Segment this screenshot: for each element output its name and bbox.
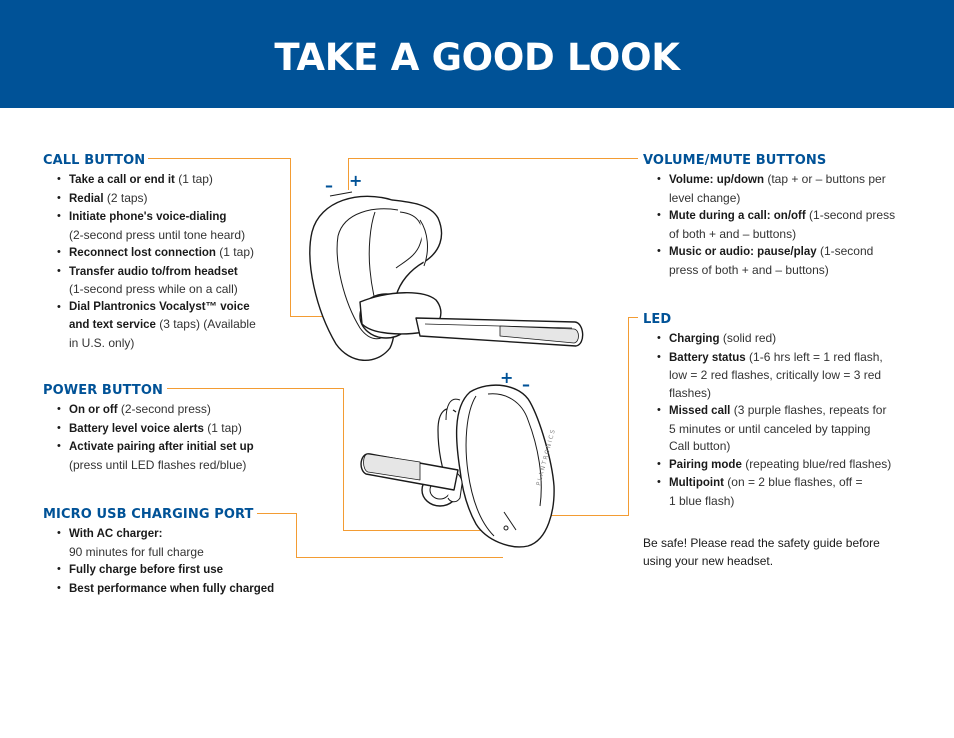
volume-up-sign-bottom: +: [500, 368, 514, 387]
leader-led: [518, 317, 638, 516]
list-item: Missed call (3 purple flashes, repeats f…: [643, 402, 891, 456]
list-item: Mute during a call: on/off (1-second pre…: [643, 207, 895, 243]
volume-mute-list: Volume: up/down (tap + or – buttons perl…: [643, 171, 895, 279]
list-item: Activate pairing after initial set up(pr…: [43, 438, 254, 474]
safety-note-line-1: Be safe! Please read the safety guide be…: [643, 536, 880, 550]
list-item: Take a call or end it (1 tap): [43, 171, 256, 190]
led-section: LED Charging (solid red) Battery status …: [643, 310, 891, 510]
list-item: Initiate phone's voice-dialing(2-second …: [43, 208, 256, 244]
list-item: With AC charger:90 minutes for full char…: [43, 525, 274, 561]
volume-mute-section: VOLUME/MUTE BUTTONS Volume: up/down (tap…: [643, 151, 895, 279]
list-item: Multipoint (on = 2 blue flashes, off =1 …: [643, 474, 891, 510]
call-button-heading: CALL BUTTON: [43, 153, 149, 169]
usb-port-section: MICRO USB CHARGING PORT With AC charger:…: [43, 505, 274, 598]
volume-down-sign-bottom: –: [522, 375, 530, 394]
list-item: Redial (2 taps): [43, 190, 256, 209]
headset-top-illustration: [309, 191, 584, 362]
list-item: Fully charge before first use: [43, 561, 274, 580]
leader-volume: [348, 158, 638, 190]
headset-bottom-illustration: PLANTRONICS: [360, 384, 557, 548]
list-item: Charging (solid red): [643, 330, 891, 349]
led-list: Charging (solid red) Battery status (1-6…: [643, 330, 891, 510]
list-item: Battery level voice alerts (1 tap): [43, 420, 254, 439]
led-heading: LED: [643, 312, 675, 328]
header-banner: TAKE A GOOD LOOK: [0, 0, 954, 108]
power-button-section: POWER BUTTON On or off (2-second press) …: [43, 381, 254, 474]
list-item: On or off (2-second press): [43, 401, 254, 420]
safety-note: Be safe! Please read the safety guide be…: [643, 535, 880, 570]
usb-port-list: With AC charger:90 minutes for full char…: [43, 525, 274, 598]
call-button-list: Take a call or end it (1 tap) Redial (2 …: [43, 171, 256, 352]
power-button-heading: POWER BUTTON: [43, 383, 166, 399]
usb-port-heading: MICRO USB CHARGING PORT: [43, 507, 257, 523]
volume-mute-heading: VOLUME/MUTE BUTTONS: [643, 153, 830, 169]
list-item: Transfer audio to/from headset(1-second …: [43, 263, 256, 299]
leader-power: [167, 388, 510, 531]
safety-note-line-2: using your new headset.: [643, 553, 774, 568]
call-button-section: CALL BUTTON Take a call or end it (1 tap…: [43, 151, 256, 352]
power-button-list: On or off (2-second press) Battery level…: [43, 401, 254, 474]
list-item: Volume: up/down (tap + or – buttons perl…: [643, 171, 895, 207]
list-item: Music or audio: pause/play (1-secondpres…: [643, 243, 895, 279]
list-item: Best performance when fully charged: [43, 580, 274, 599]
leader-usb: [255, 513, 503, 558]
list-item: Reconnect lost connection (1 tap): [43, 244, 256, 263]
volume-down-sign-top: –: [325, 176, 333, 195]
page-title: TAKE A GOOD LOOK: [274, 36, 680, 79]
list-item: Pairing mode (repeating blue/red flashes…: [643, 456, 891, 475]
volume-up-sign-top: +: [349, 171, 363, 190]
list-item: Battery status (1-6 hrs left = 1 red fla…: [643, 349, 891, 403]
